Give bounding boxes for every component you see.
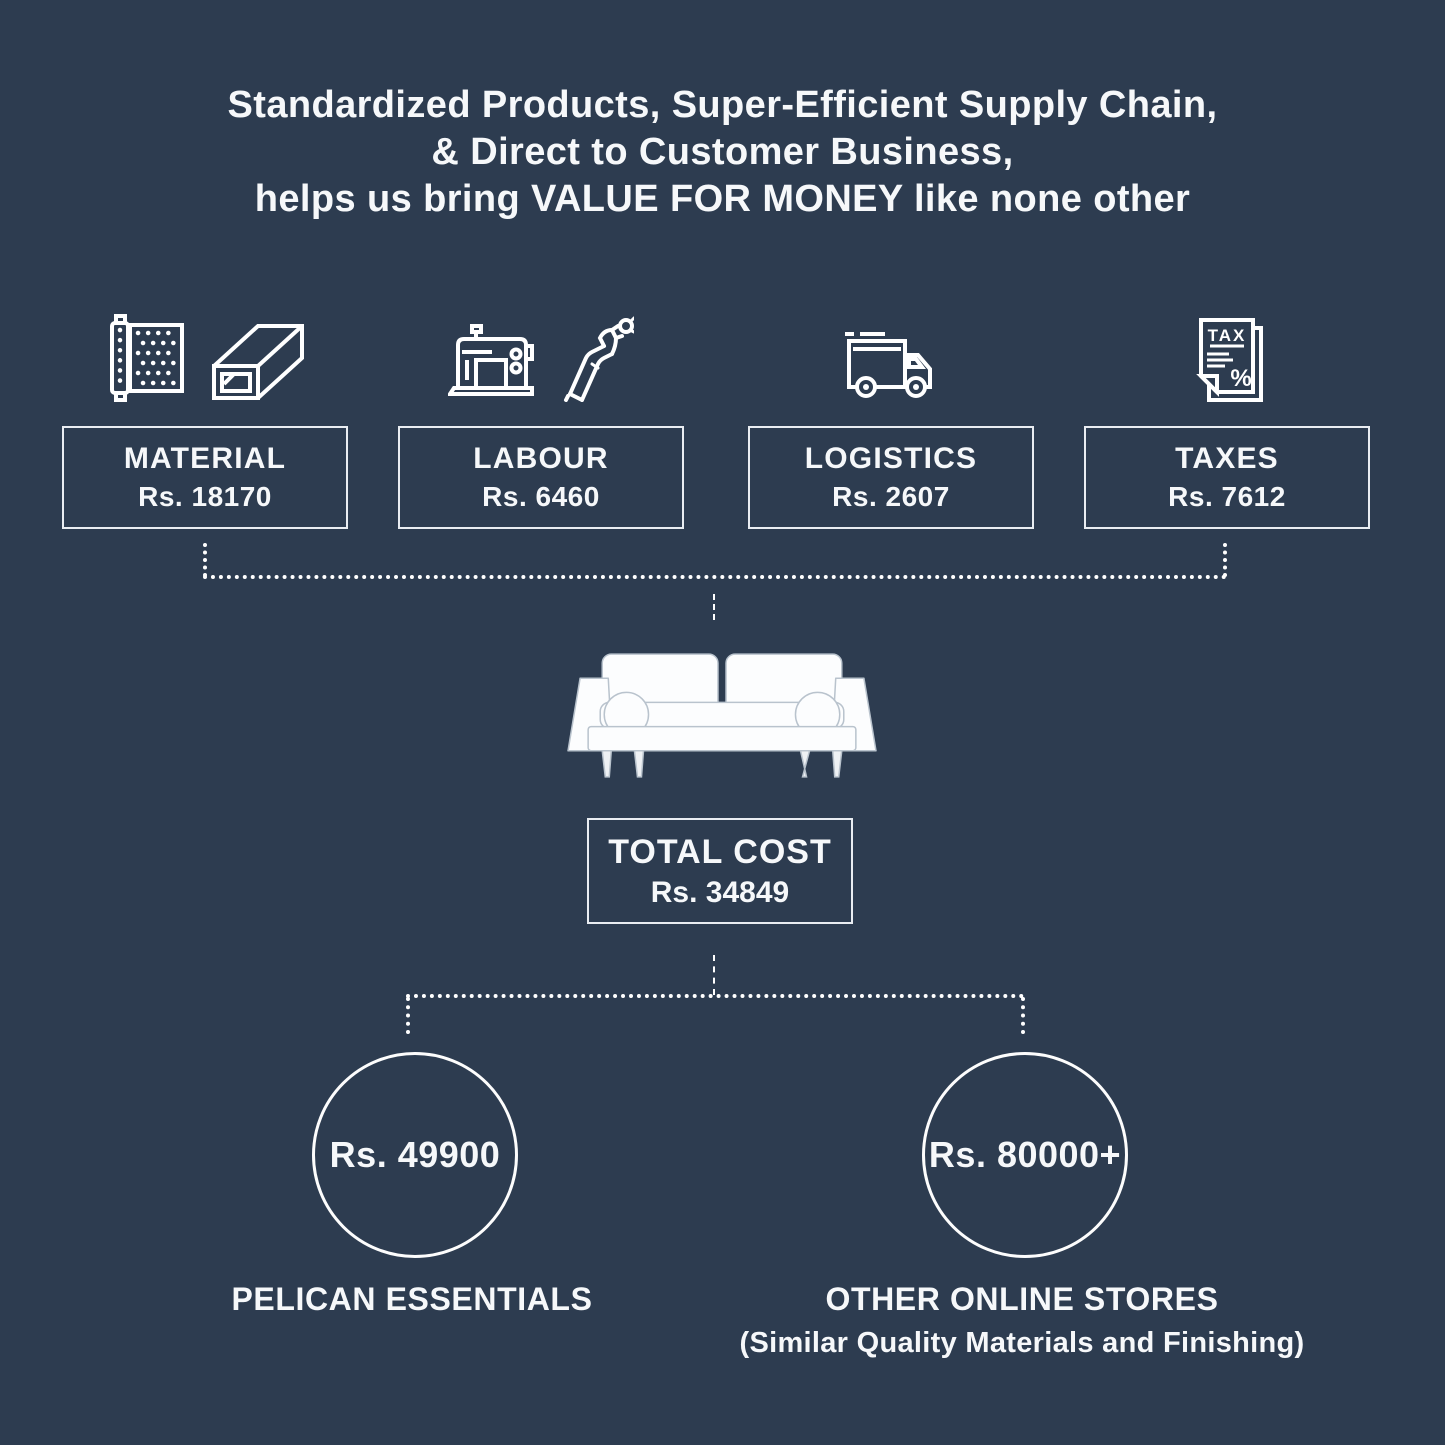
metal-tube-icon (212, 324, 304, 400)
fabric-roll-icon (110, 314, 184, 402)
connector-material-drop (203, 543, 207, 577)
connector-center-drop-top (713, 594, 715, 620)
cost-section-taxes: TAX % TAXES Rs. 7612 (1084, 310, 1370, 529)
pelican-price: Rs. 49900 (329, 1134, 501, 1175)
pelican-store-label: PELICAN ESSENTIALS (112, 1281, 712, 1318)
connector-taxes-drop (1223, 543, 1227, 577)
material-cost-box: MATERIAL Rs. 18170 (62, 426, 348, 529)
material-icons (104, 310, 306, 402)
labour-label: LABOUR (473, 442, 609, 475)
taxes-cost-box: TAXES Rs. 7612 (1084, 426, 1370, 529)
others-price: Rs. 80000+ (928, 1134, 1122, 1175)
page-title: Standardized Products, Super-Efficient S… (0, 82, 1445, 223)
connector-others-drop (1021, 997, 1025, 1034)
total-cost-label: TOTAL COST (608, 832, 832, 871)
sofa-illustration (567, 653, 877, 778)
others-price-circle: Rs. 80000+ (922, 1052, 1128, 1258)
percent-icon-text: % (1230, 365, 1251, 392)
tax-icon-text: TAX (1208, 326, 1247, 345)
logistics-label: LOGISTICS (804, 442, 978, 475)
logistics-icons (839, 310, 943, 402)
cost-section-logistics: LOGISTICS Rs. 2607 (748, 310, 1034, 529)
others-store-note: (Similar Quality Materials and Finishing… (739, 1327, 1305, 1359)
cost-section-material: MATERIAL Rs. 18170 (62, 310, 348, 529)
labour-amount: Rs. 6460 (482, 481, 600, 512)
cost-section-labour: LABOUR Rs. 6460 (398, 310, 684, 529)
sewing-machine-icon (448, 324, 534, 396)
labour-cost-box: LABOUR Rs. 6460 (398, 426, 684, 529)
welding-torch-icon (564, 316, 634, 402)
total-cost-box: TOTAL COST Rs. 34849 (587, 818, 853, 924)
connector-top-horizontal (203, 575, 1227, 579)
logistics-cost-box: LOGISTICS Rs. 2607 (748, 426, 1034, 529)
title-line-3: helps us bring VALUE FOR MONEY like none… (254, 178, 1191, 220)
taxes-label: TAXES (1175, 442, 1279, 475)
material-label: MATERIAL (123, 442, 287, 475)
tax-document-icon: TAX % (1196, 318, 1263, 402)
title-line-2: & Direct to Customer Business, (431, 131, 1014, 173)
delivery-truck-icon (845, 332, 932, 398)
connector-center-drop-bottom (713, 955, 715, 995)
pelican-store-name: PELICAN ESSENTIALS (231, 1281, 593, 1317)
taxes-icons: TAX % (1189, 310, 1265, 402)
others-store-name: OTHER ONLINE STORES (825, 1281, 1219, 1317)
material-amount: Rs. 18170 (138, 481, 272, 512)
logistics-amount: Rs. 2607 (832, 481, 950, 512)
labour-icons (448, 310, 634, 402)
total-cost-amount: Rs. 34849 (650, 875, 790, 909)
connector-bottom-horizontal (406, 994, 1024, 998)
title-line-1: Standardized Products, Super-Efficient S… (227, 84, 1218, 126)
connector-pelican-drop (406, 997, 410, 1034)
others-store-label: OTHER ONLINE STORES (Similar Quality Mat… (652, 1281, 1392, 1360)
pelican-price-circle: Rs. 49900 (312, 1052, 518, 1258)
taxes-amount: Rs. 7612 (1168, 481, 1286, 512)
